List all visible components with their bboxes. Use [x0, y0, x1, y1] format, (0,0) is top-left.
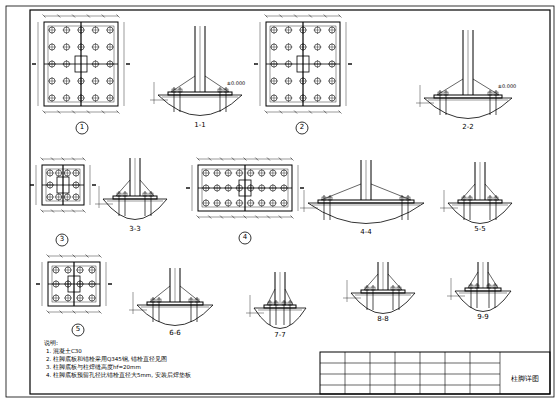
detail-number: 1	[80, 124, 84, 132]
detail-number: 4	[243, 234, 247, 242]
section-title: 8-8	[377, 316, 388, 324]
note-text: 2. 柱脚底板和锚栓采用Q345钢, 锚栓直径见图	[46, 356, 167, 362]
section-title: 5-5	[474, 226, 485, 234]
note-text: 3. 柱脚底板与柱焊缝高度hf=20mm	[46, 364, 141, 370]
drawing-title: 柱脚详图	[511, 376, 539, 384]
note-text: 4. 柱脚底板预留孔径比锚栓直径大5mm, 安装后焊垫板	[46, 372, 191, 378]
section-title: 6-6	[169, 330, 180, 338]
elevation-mark: ±0.000	[227, 81, 246, 87]
note-text: 说明:	[44, 340, 58, 347]
section-title: 3-3	[129, 226, 140, 234]
elevation-mark: ±0.000	[498, 84, 517, 90]
section-title: 9-9	[477, 314, 488, 322]
detail-number: 5	[76, 326, 80, 334]
section-title: 1-1	[194, 122, 205, 130]
section-title: 4-4	[360, 229, 371, 237]
detail-number: 2	[300, 124, 304, 132]
section-title: 7-7	[274, 332, 285, 340]
detail-number: 3	[60, 236, 64, 244]
note-text: 1. 混凝土C30	[46, 348, 82, 354]
section-title: 2-2	[462, 124, 473, 132]
